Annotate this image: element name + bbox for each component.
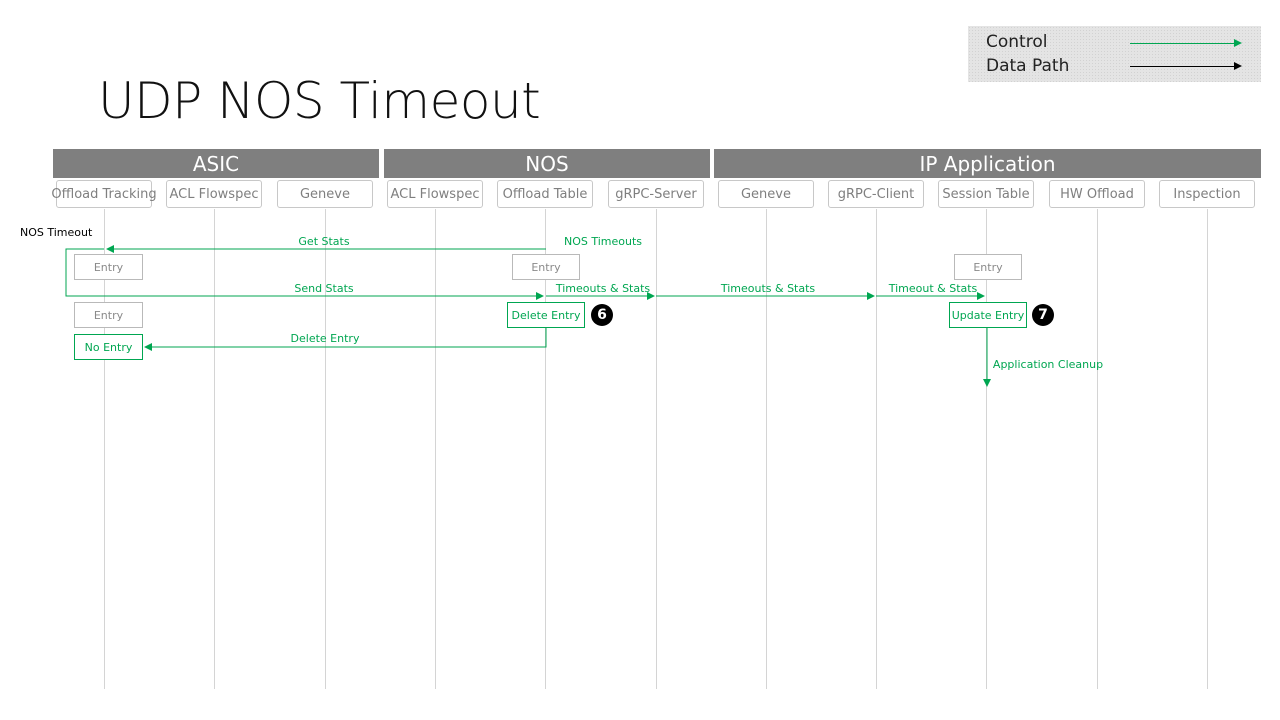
message-label-nos-timeouts: NOS Timeouts	[563, 235, 643, 248]
message-label-timeouts-stats: Timeouts & Stats	[720, 282, 816, 295]
lifeline	[876, 209, 877, 689]
group-header-ip-application: IP Application	[714, 149, 1261, 178]
message-label-timeouts-stats: Timeouts & Stats	[555, 282, 651, 295]
message-label-application-cleanup: Application Cleanup	[992, 358, 1104, 371]
state-box-offload-tracking-entry: Entry	[74, 254, 143, 280]
group-header-nos: NOS	[384, 149, 710, 178]
lifeline	[1097, 209, 1098, 689]
lane-header-offload-table: Offload Table	[497, 180, 593, 208]
lifeline	[435, 209, 436, 689]
trigger-label: NOS Timeout	[20, 226, 93, 239]
legend: Control Data Path	[968, 26, 1261, 82]
message-label-send-stats: Send Stats	[294, 282, 354, 295]
lifeline	[545, 209, 546, 689]
lifeline	[104, 209, 105, 689]
legend-line-control	[1130, 39, 1242, 47]
lane-header-hw-offload: HW Offload	[1049, 180, 1145, 208]
lifeline	[766, 209, 767, 689]
lifeline	[214, 209, 215, 689]
lifeline	[986, 209, 987, 689]
lane-header-grpc-client: gRPC-Client	[828, 180, 924, 208]
lifeline	[656, 209, 657, 689]
state-box-offload-table-entry: Entry	[512, 254, 580, 280]
state-box-offload-tracking-entry: Entry	[74, 302, 143, 328]
arrow-delete-entry	[144, 328, 547, 351]
state-box-session-table-entry: Entry	[954, 254, 1022, 280]
legend-label-data-path: Data Path	[986, 56, 1070, 76]
state-box-offload-table-delete-entry: Delete Entry	[507, 302, 585, 328]
lane-header-offload-tracking: Offload Tracking	[51, 180, 157, 208]
lane-header-geneve: Geneve	[718, 180, 814, 208]
message-label-timeout-stats: Timeout & Stats	[888, 282, 978, 295]
step-badge-6: 6	[591, 304, 613, 326]
legend-label-control: Control	[986, 32, 1048, 52]
lane-header-acl-flowspec: ACL Flowspec	[387, 180, 483, 208]
legend-line-data-path	[1130, 62, 1242, 70]
lane-header-inspection: Inspection	[1159, 180, 1255, 208]
group-header-asic: ASIC	[53, 149, 379, 178]
state-box-offload-tracking-no-entry: No Entry	[74, 334, 143, 360]
lane-header-session-table: Session Table	[938, 180, 1034, 208]
lane-header-acl-flowspec: ACL Flowspec	[166, 180, 262, 208]
message-label-delete-entry: Delete Entry	[290, 332, 360, 345]
message-label-get-stats: Get Stats	[298, 235, 350, 248]
page-title: UDP NOS Timeout	[98, 72, 541, 130]
lifeline	[1207, 209, 1208, 689]
state-box-session-table-update-entry: Update Entry	[949, 302, 1027, 328]
lifeline	[325, 209, 326, 689]
lane-header-grpc-server: gRPC-Server	[608, 180, 704, 208]
lane-header-geneve: Geneve	[277, 180, 373, 208]
step-badge-7: 7	[1032, 304, 1054, 326]
